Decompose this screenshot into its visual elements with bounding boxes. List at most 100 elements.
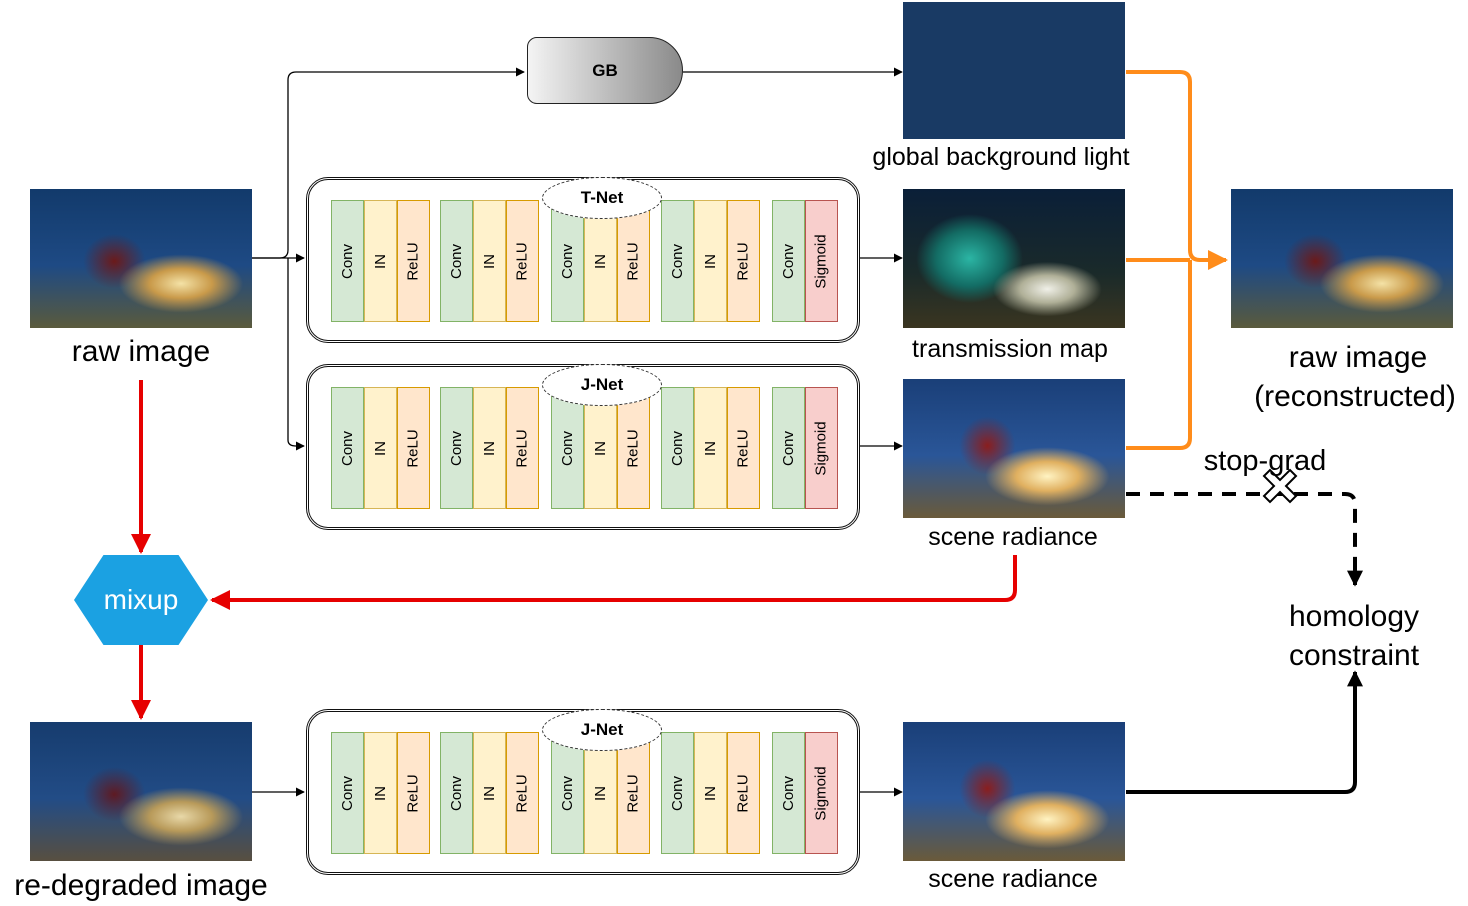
homology-label-line2: constraint	[1288, 639, 1420, 672]
layer-label: ReLU	[405, 428, 423, 468]
layer-label: IN	[592, 253, 609, 269]
net-name: J-Net	[542, 709, 662, 751]
scene-radiance-image-bottom	[903, 722, 1125, 861]
layer-relu: ReLU	[617, 732, 650, 854]
layer-conv: Conv	[551, 732, 584, 854]
reconstructed-label-line1: raw image	[1288, 341, 1428, 374]
layer-label: Conv	[669, 243, 686, 279]
layer-relu: ReLU	[727, 200, 760, 322]
transmission-map-label: transmission map	[912, 335, 1108, 363]
layer-conv: Conv	[331, 200, 364, 322]
layer-conv: Conv	[772, 387, 805, 509]
layer-in: IN	[473, 387, 506, 509]
layer-in: IN	[584, 200, 617, 322]
layer-label: Conv	[780, 243, 797, 279]
layer-in: IN	[364, 200, 397, 322]
layer-label: ReLU	[405, 773, 423, 813]
edge-raw-to-jnet	[287, 258, 305, 451]
layer-label: ReLU	[625, 241, 643, 281]
stop-grad-label: stop-grad	[1203, 445, 1327, 477]
layer-label: Conv	[559, 243, 576, 279]
layer-label: Conv	[669, 775, 686, 811]
layer-label: Conv	[669, 430, 686, 466]
layer-label: Sigmoid	[813, 420, 831, 476]
reconstructed-image	[1231, 189, 1453, 328]
layer-relu: ReLU	[727, 387, 760, 509]
layer-in: IN	[694, 732, 727, 854]
edge-radiance-to-mixup	[210, 555, 1017, 610]
layer-relu: ReLU	[397, 200, 430, 322]
layer-conv: Conv	[661, 732, 694, 854]
layer-relu: ReLU	[506, 387, 539, 509]
transmission-map-image	[903, 189, 1125, 328]
layer-relu: ReLU	[397, 387, 430, 509]
layer-label: IN	[702, 785, 719, 801]
layer-label: IN	[481, 785, 498, 801]
layer-conv: Conv	[661, 200, 694, 322]
layer-label: IN	[372, 440, 389, 456]
layer-relu: ReLU	[397, 732, 430, 854]
scene-radiance-label-top: scene radiance	[928, 523, 1098, 551]
edge-radiance-to-recon	[1126, 260, 1192, 450]
layer-label: IN	[702, 253, 719, 269]
t-net-block: Sigmoid Conv ReLU IN Conv ReLU IN Conv ReLU IN Con…	[306, 177, 860, 343]
re-degraded-image-thumbnail	[30, 722, 252, 861]
layer-label: Conv	[780, 775, 797, 811]
bg-light-image	[903, 2, 1125, 139]
layer-in: IN	[364, 387, 397, 509]
edge-radiance2-to-homology	[1126, 670, 1363, 794]
layer-conv: Conv	[440, 200, 473, 322]
gb-label: GB	[592, 60, 618, 80]
scene-radiance-image-top	[903, 379, 1125, 518]
layer-sigmoid: Sigmoid	[805, 732, 838, 854]
layer-label: ReLU	[625, 428, 643, 468]
layer-label: IN	[702, 440, 719, 456]
layer-conv: Conv	[661, 387, 694, 509]
raw-image-thumbnail	[30, 189, 252, 328]
re-degraded-image-label: re-degraded image	[14, 869, 268, 902]
layer-conv: Conv	[551, 200, 584, 322]
layer-conv: Conv	[440, 732, 473, 854]
layer-conv: Conv	[772, 732, 805, 854]
net-name: T-Net	[542, 177, 662, 219]
layer-label: IN	[592, 785, 609, 801]
layer-label: Conv	[559, 430, 576, 466]
layer-label: Conv	[780, 430, 797, 466]
layer-in: IN	[364, 732, 397, 854]
mixup-module: mixup	[74, 555, 208, 645]
layer-relu: ReLU	[506, 732, 539, 854]
layer-in: IN	[473, 732, 506, 854]
layer-label: Conv	[339, 243, 356, 279]
layer-conv: Conv	[331, 732, 364, 854]
layer-label: IN	[372, 253, 389, 269]
layer-conv: Conv	[772, 200, 805, 322]
layer-conv: Conv	[440, 387, 473, 509]
layer-label: IN	[481, 253, 498, 269]
raw-image-label: raw image	[71, 335, 211, 368]
layer-relu: ReLU	[727, 732, 760, 854]
layer-label: Conv	[559, 775, 576, 811]
layer-in: IN	[694, 200, 727, 322]
layer-label: ReLU	[405, 241, 423, 281]
layer-label: Conv	[339, 775, 356, 811]
layer-label: ReLU	[625, 773, 643, 813]
gb-module: GB	[527, 37, 683, 104]
edge-bglight-to-recon	[1126, 70, 1228, 270]
layer-label: Sigmoid	[813, 233, 831, 289]
layer-label: Conv	[339, 430, 356, 466]
layer-label: Sigmoid	[813, 765, 831, 821]
edge-stopgrad	[1126, 492, 1363, 587]
layer-in: IN	[584, 732, 617, 854]
layer-label: ReLU	[735, 773, 753, 813]
mixup-label: mixup	[103, 584, 179, 615]
layer-label: ReLU	[514, 428, 532, 468]
layer-label: ReLU	[514, 241, 532, 281]
layer-relu: ReLU	[617, 387, 650, 509]
layer-in: IN	[584, 387, 617, 509]
layer-relu: ReLU	[617, 200, 650, 322]
layer-label: IN	[592, 440, 609, 456]
scene-radiance-label-bottom: scene radiance	[928, 865, 1098, 893]
